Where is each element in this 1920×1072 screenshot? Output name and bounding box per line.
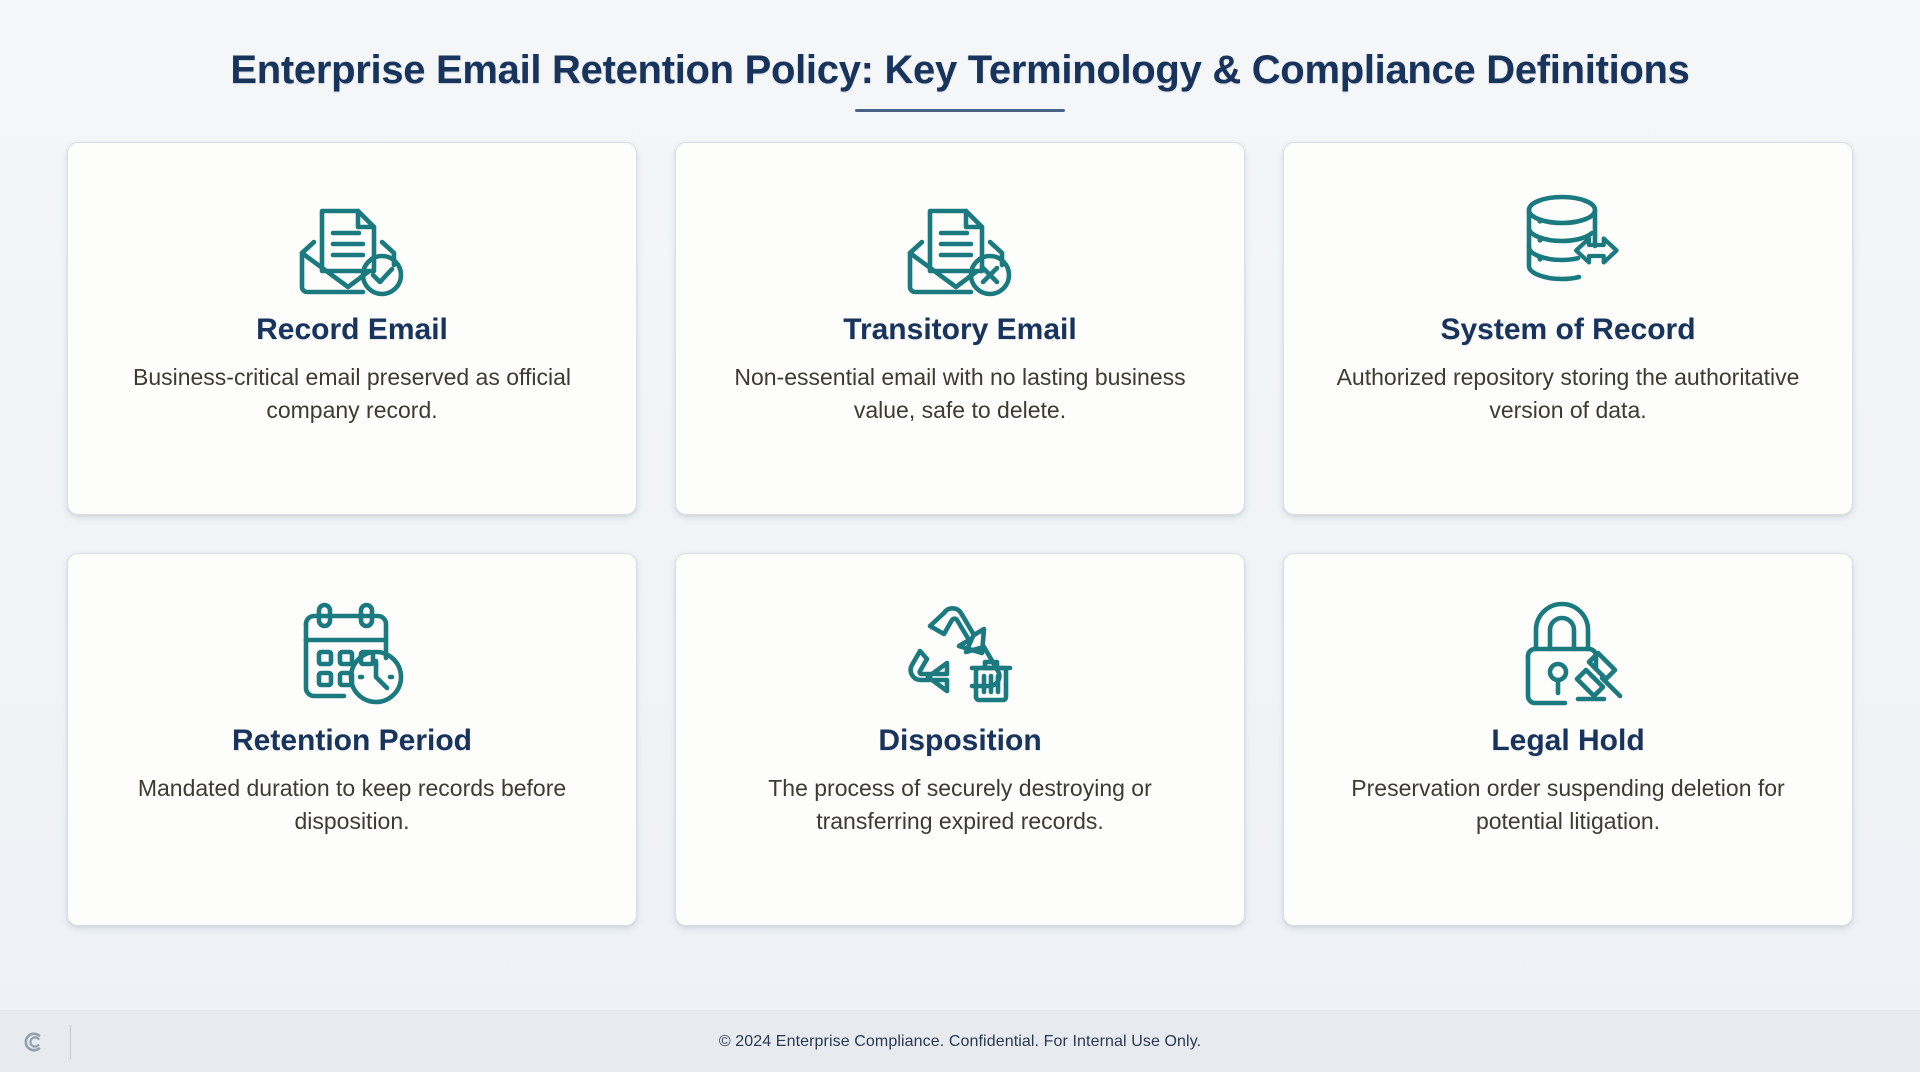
card-description: Mandated duration to keep records before… bbox=[137, 775, 567, 834]
card-retention-period[interactable]: Retention Period Mandated duration to ke… bbox=[67, 552, 637, 926]
lock-gavel-icon bbox=[1506, 590, 1630, 718]
card-system-of-record[interactable]: System of Record Authorized repository s… bbox=[1283, 141, 1853, 515]
envelope-document-check-icon bbox=[290, 179, 414, 307]
footer: © 2024 Enterprise Compliance. Confidenti… bbox=[0, 1010, 1920, 1072]
card-description: Preservation order suspending deletion f… bbox=[1351, 775, 1785, 834]
card-disposition[interactable]: Disposition The process of securely dest… bbox=[675, 552, 1245, 926]
card-description: Non-essential email with no lasting busi… bbox=[734, 364, 1186, 423]
footer-brand bbox=[0, 1011, 71, 1072]
page-title: Enterprise Email Retention Policy: Key T… bbox=[230, 48, 1690, 92]
calendar-clock-icon bbox=[290, 590, 414, 718]
title-underline-rule bbox=[855, 108, 1065, 112]
database-transfer-icon bbox=[1506, 179, 1630, 307]
recycle-trash-icon bbox=[898, 590, 1022, 718]
card-title: Legal Hold bbox=[1491, 723, 1645, 757]
brand-c-logo-icon bbox=[18, 1027, 48, 1057]
card-title: Transitory Email bbox=[843, 312, 1077, 346]
card-title: System of Record bbox=[1440, 312, 1696, 346]
card-title: Record Email bbox=[256, 312, 448, 346]
envelope-document-x-icon bbox=[898, 179, 1022, 307]
card-record-email[interactable]: Record Email Business-critical email pre… bbox=[67, 141, 637, 515]
footer-divider bbox=[70, 1024, 71, 1059]
card-description: The process of securely destroying or tr… bbox=[768, 775, 1152, 834]
header: Enterprise Email Retention Policy: Key T… bbox=[0, 0, 1920, 112]
card-description: Authorized repository storing the author… bbox=[1336, 364, 1800, 423]
card-title: Disposition bbox=[878, 723, 1042, 757]
card-description: Business-critical email preserved as off… bbox=[132, 364, 572, 423]
terminology-card-grid: Record Email Business-critical email pre… bbox=[0, 141, 1920, 1010]
card-title: Retention Period bbox=[231, 723, 472, 757]
card-legal-hold[interactable]: Legal Hold Preservation order suspending… bbox=[1283, 552, 1853, 926]
footer-copyright: © 2024 Enterprise Compliance. Confidenti… bbox=[718, 1032, 1202, 1050]
card-transitory-email[interactable]: Transitory Email Non-essential email wit… bbox=[675, 141, 1245, 515]
